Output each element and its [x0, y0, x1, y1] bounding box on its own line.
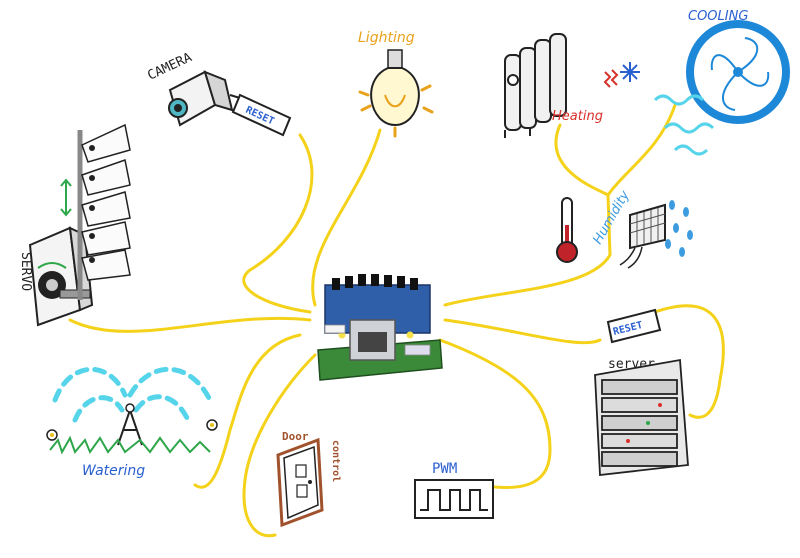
up-down-arrow-icon: [60, 178, 72, 217]
humidity-sensor-icon: [619, 203, 666, 269]
wire-humidity-board: [443, 193, 612, 307]
watering-label: Watering: [82, 463, 145, 479]
server-reset-tag: RESET: [606, 308, 662, 344]
fan-icon: [686, 20, 790, 124]
server-rack-icon: [594, 358, 689, 477]
lighting-label: Lighting: [358, 30, 415, 46]
camera-reset-tag: RESET: [231, 93, 292, 137]
radiator-icon: [504, 33, 567, 138]
camera-device: [168, 70, 241, 127]
wire-servo: [68, 316, 312, 333]
servo-label: SERVO: [18, 252, 33, 291]
thermometer-icon: [556, 197, 578, 263]
door-icon: [276, 437, 324, 528]
shutter-mechanism: [60, 123, 131, 300]
water-drops-icon: [665, 200, 693, 257]
wire-pwm: [438, 338, 552, 490]
wire-server: [443, 318, 602, 345]
servo-device: [28, 226, 94, 327]
controller-board: [317, 274, 443, 381]
light-bulb-icon: [358, 49, 434, 138]
door-label: Door: [282, 430, 309, 443]
wire-lighting: [311, 128, 382, 307]
camera-label: CAMERA: [145, 50, 194, 84]
pwm-label: PWM: [432, 461, 457, 477]
connection-wires: [68, 103, 725, 538]
wire-door: [242, 353, 317, 538]
pwm-signal-icon: [414, 479, 494, 519]
heat-cold-symbols-icon: [603, 62, 640, 88]
heating-label: Heating: [552, 109, 603, 124]
wire-camera: [242, 133, 314, 314]
board-terminals: [332, 274, 418, 290]
wire-server-reset: [653, 304, 725, 419]
wire-watering: [193, 333, 302, 489]
cool-air-waves: [653, 94, 715, 156]
humidity-label: Humidity: [590, 188, 633, 247]
control-label: control: [330, 440, 341, 482]
sprinkler-icon: [46, 366, 218, 455]
